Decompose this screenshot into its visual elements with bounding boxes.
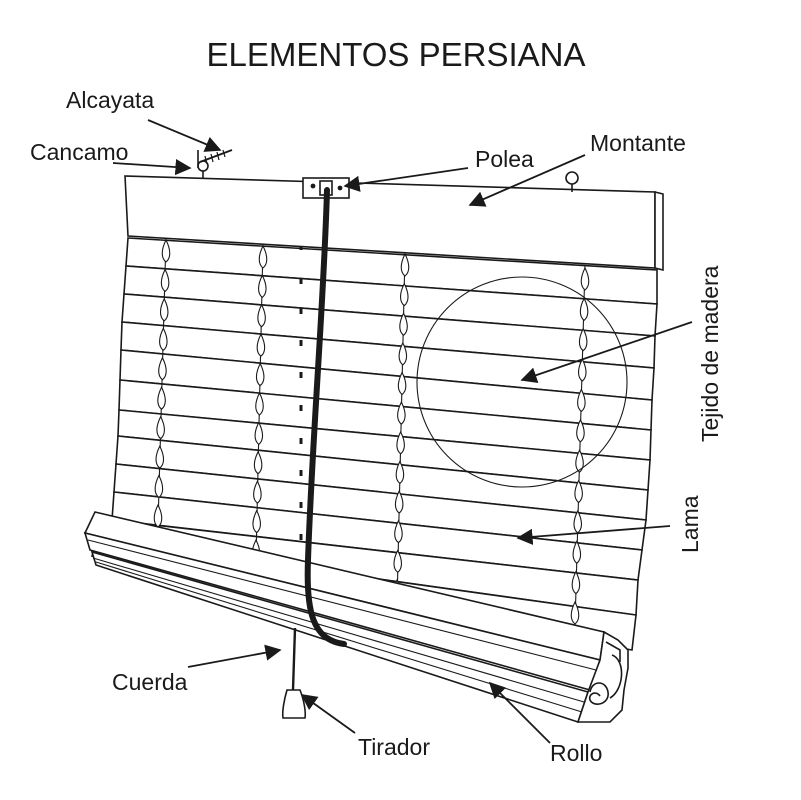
ladder-ties [153, 238, 590, 625]
ladder-tie [394, 489, 404, 514]
ladder-tie [394, 519, 403, 544]
ladder-tie [400, 252, 410, 277]
ladder-tie [577, 388, 586, 413]
ladder-tie [255, 362, 265, 387]
ladder-tie [256, 332, 266, 357]
ladder-tie [579, 297, 589, 322]
ladder-tie [397, 371, 407, 396]
diagram-title: ELEMENTOS PERSIANA [206, 36, 585, 73]
ladder-tie [571, 570, 581, 595]
ladder-tie [570, 600, 580, 625]
ladder-tie [156, 415, 165, 440]
ladder-tie [258, 244, 268, 269]
label-cuerda: Cuerda [112, 669, 188, 695]
ladder-tie [572, 540, 582, 564]
ladder-tie [575, 448, 584, 473]
detail-circle [416, 276, 628, 488]
pull-handle [281, 689, 307, 719]
ladder-tie [257, 303, 266, 328]
ladder-tie [252, 509, 261, 534]
ladder-tie [159, 297, 169, 322]
label-cancamo: Cancamo [30, 139, 128, 165]
ladder-tie [158, 356, 167, 381]
pull-cord [291, 187, 347, 691]
ladder-tie [399, 312, 408, 336]
ladder-tie [578, 327, 588, 352]
label-tejido: Tejido de madera [697, 265, 723, 442]
ladder-tie [155, 444, 165, 469]
ladder-tie [258, 274, 267, 299]
label-alcayata: Alcayata [66, 87, 154, 113]
ladder-tie [157, 385, 166, 410]
label-lama: Lama [677, 495, 703, 553]
hook-screw [197, 149, 233, 168]
ladder-tie [398, 341, 408, 366]
ladder-tie [159, 327, 168, 352]
ladder-tie [576, 418, 585, 443]
ladder-tie [255, 391, 264, 416]
label-tirador: Tirador [358, 734, 430, 760]
ladder-tie [160, 268, 170, 293]
ladder-tie [399, 282, 409, 307]
eye-hook-right [565, 171, 579, 192]
ladder-tie [154, 474, 164, 499]
label-montante: Montante [590, 130, 686, 156]
ladder-tie [254, 421, 264, 446]
bottom-roll [83, 511, 629, 724]
label-polea: Polea [475, 146, 534, 172]
ladder-tie [397, 400, 406, 425]
ladder-tie [577, 357, 587, 382]
head-rail [124, 175, 664, 272]
ladder-tie [574, 479, 583, 504]
ladder-tie [395, 460, 405, 485]
ladder-tie [161, 238, 171, 263]
ladder-tie [580, 266, 590, 291]
ladder-tie [253, 479, 262, 504]
callout-arrows [112, 119, 693, 744]
ladder-tie [253, 450, 263, 475]
label-rollo: Rollo [550, 740, 602, 766]
ladder-tie [393, 549, 403, 574]
ladder-tie [396, 430, 405, 455]
